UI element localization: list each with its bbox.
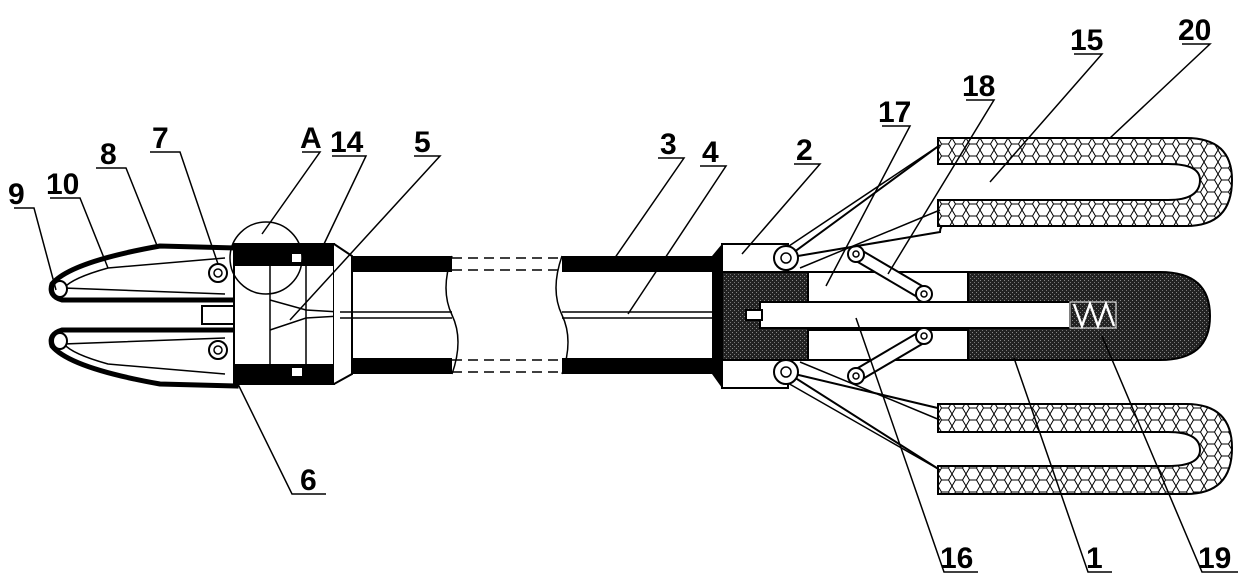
- label-3: 3: [660, 128, 677, 161]
- label-4: 4: [702, 136, 719, 169]
- label-14: 14: [330, 126, 364, 159]
- label-6: 6: [300, 464, 317, 497]
- lower-jaw: [51, 330, 236, 386]
- upper-handle-loop: [774, 138, 1232, 270]
- label-19: 19: [1198, 542, 1231, 575]
- label-17: 17: [878, 96, 911, 129]
- lower-handle-loop: [774, 360, 1232, 494]
- label-1: 1: [1086, 542, 1103, 575]
- label-18: 18: [962, 70, 995, 103]
- label-8: 8: [100, 138, 117, 171]
- label-10: 10: [46, 168, 79, 201]
- jaw-pivot-pin: [202, 306, 236, 324]
- label-2: 2: [796, 134, 813, 167]
- head-block: [230, 222, 352, 384]
- label-15: 15: [1070, 24, 1103, 57]
- label-a: A: [300, 122, 322, 155]
- tube: [340, 256, 760, 374]
- label-7: 7: [152, 122, 169, 155]
- label-20: 20: [1178, 14, 1211, 47]
- upper-jaw: [51, 246, 236, 300]
- label-16: 16: [940, 542, 973, 575]
- label-5: 5: [414, 126, 431, 159]
- label-9: 9: [8, 178, 25, 211]
